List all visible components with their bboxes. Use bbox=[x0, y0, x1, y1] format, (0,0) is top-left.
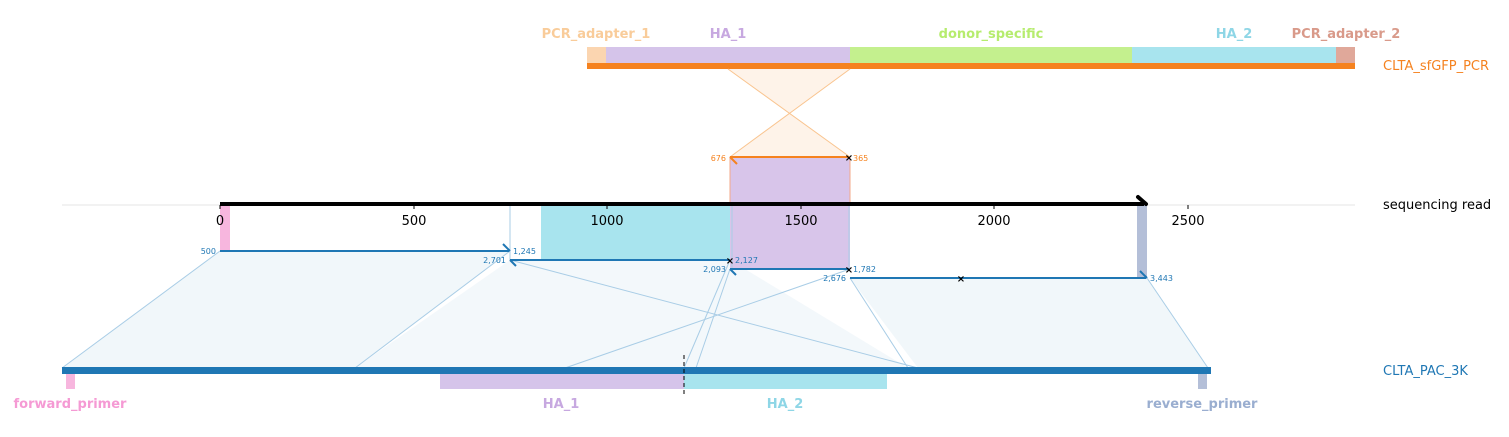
ha-1-bottom-feature bbox=[440, 374, 684, 389]
pcr-adapter-2-feature bbox=[1336, 47, 1355, 63]
connector-line-1a bbox=[61, 250, 221, 369]
top-alignment-connector: × 676 365 bbox=[711, 68, 868, 206]
connector-fill-4 bbox=[850, 278, 1208, 368]
alignment-4-arrow bbox=[1139, 270, 1148, 279]
top-track-name: CLTA_sfGFP_PCR bbox=[1383, 59, 1489, 74]
top-alignment-region bbox=[729, 156, 851, 206]
read-arrow-head bbox=[1136, 195, 1148, 206]
read-axis: 0 500 1000 1500 2000 2500 bbox=[216, 205, 1205, 229]
pcr-adapter-2-label: PCR_adapter_2 bbox=[1292, 27, 1401, 42]
reverse-primer-label: reverse_primer bbox=[1147, 397, 1259, 412]
alignment-2-x: × bbox=[726, 256, 734, 267]
bottom-track: forward_primer HA_1 HA_2 reverse_primer … bbox=[14, 355, 1468, 412]
alignment-1-left-label: 500 bbox=[201, 247, 216, 256]
connector-line-4a bbox=[849, 277, 909, 369]
donor-specific-feature bbox=[850, 47, 1132, 63]
alignment-3-right-label: 1,782 bbox=[853, 265, 876, 274]
axis-tick-label-0: 0 bbox=[216, 214, 224, 229]
top-alignment-right-label: 365 bbox=[853, 154, 868, 163]
axis-tick-label-1500: 1500 bbox=[784, 214, 817, 229]
read-ha1-block bbox=[730, 205, 850, 269]
alignment-2-left-label: 2,701 bbox=[483, 256, 506, 265]
axis-tick-label-2000: 2000 bbox=[977, 214, 1010, 229]
top-track-line bbox=[587, 63, 1355, 69]
forward-primer-feature bbox=[66, 374, 75, 389]
alignment-3-left-label: 2,093 bbox=[703, 265, 726, 274]
pcr-adapter-1-label: PCR_adapter_1 bbox=[542, 27, 651, 42]
pcr-adapter-1-feature bbox=[587, 47, 606, 63]
axis-tick-label-1000: 1000 bbox=[590, 214, 623, 229]
ha-2-bottom-feature bbox=[684, 374, 887, 389]
top-track: PCR_adapter_1 HA_1 donor_specific HA_2 P… bbox=[542, 27, 1489, 74]
alignment-3-arrow bbox=[729, 268, 737, 276]
alignment-1-arrow bbox=[502, 243, 511, 252]
read-alignments: 500 1,245 × 2,701 2,127 × 2,093 1,782 × … bbox=[201, 243, 1173, 285]
connector-line-1b bbox=[354, 250, 511, 369]
top-alignment-arrow bbox=[729, 156, 738, 165]
donor-specific-label: donor_specific bbox=[939, 27, 1044, 42]
forward-primer-label: forward_primer bbox=[14, 397, 128, 412]
alignment-4-left-label: 2,676 bbox=[823, 274, 846, 283]
bottom-track-line bbox=[62, 367, 1211, 374]
connector-line-2b bbox=[683, 259, 731, 369]
connector-fill-1 bbox=[62, 251, 510, 368]
connector-line-2a bbox=[509, 259, 919, 369]
alignment-2-arrow bbox=[509, 259, 517, 267]
read-track: 0 500 1000 1500 2000 2500 sequencing rea… bbox=[62, 195, 1491, 278]
axis-tick-label-500: 500 bbox=[402, 214, 427, 229]
read-ha2-block bbox=[541, 205, 730, 260]
ha-1-bottom-label: HA_1 bbox=[543, 397, 580, 412]
top-connector-fill-lower bbox=[730, 113, 850, 157]
ha-2-bottom-label: HA_2 bbox=[767, 397, 804, 412]
connector-line-4b bbox=[1146, 277, 1209, 369]
alignment-2-right-label: 2,127 bbox=[735, 256, 758, 265]
axis-tick-label-2500: 2500 bbox=[1171, 214, 1204, 229]
alignment-4-x: × bbox=[957, 274, 965, 285]
read-forward-primer-block bbox=[220, 205, 230, 251]
read-reverse-primer-block bbox=[1137, 205, 1147, 278]
ha-2-top-feature bbox=[1132, 47, 1336, 63]
alignment-3-x: × bbox=[845, 265, 853, 276]
ha-1-top-feature bbox=[606, 47, 850, 63]
bottom-connectors bbox=[61, 250, 1209, 369]
ha-2-top-label: HA_2 bbox=[1216, 27, 1253, 42]
connector-line-3b bbox=[564, 268, 851, 369]
alignment-1-right-label: 1,245 bbox=[513, 247, 536, 256]
connector-fill-2 bbox=[355, 260, 908, 368]
reverse-primer-feature bbox=[1198, 374, 1207, 389]
top-alignment-x: × bbox=[845, 153, 853, 164]
read-track-name: sequencing read bbox=[1383, 198, 1491, 213]
top-connector-line-a bbox=[727, 68, 851, 158]
ha-1-top-label: HA_1 bbox=[710, 27, 747, 42]
top-connector-line-b bbox=[729, 68, 851, 158]
alignment-4-right-label: 3,443 bbox=[1150, 274, 1173, 283]
connector-line-3a bbox=[695, 268, 731, 369]
top-connector-fill bbox=[728, 69, 850, 113]
top-alignment-left-label: 676 bbox=[711, 154, 726, 163]
bottom-track-name: CLTA_PAC_3K bbox=[1383, 364, 1468, 379]
